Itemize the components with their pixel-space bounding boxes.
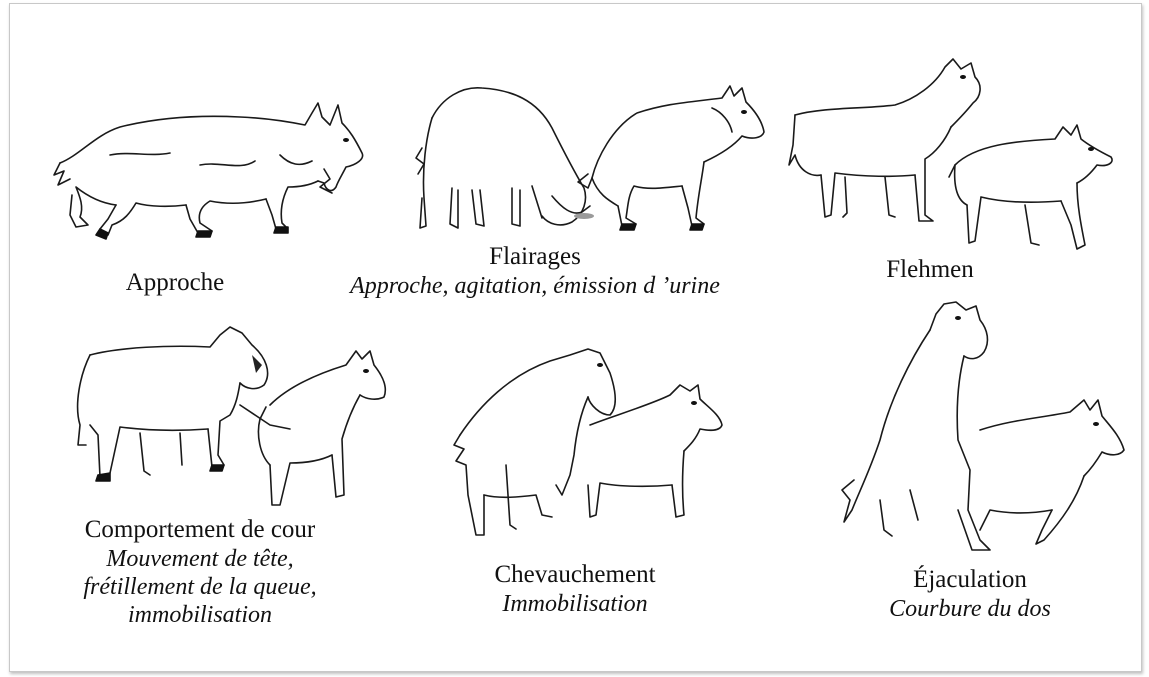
title-flehmen: Flehmen: [840, 255, 1020, 285]
title-cour: Comportement de cour: [30, 515, 370, 545]
goats-ejaculation-icon: [840, 300, 1130, 560]
goats-courtship-icon: [70, 325, 390, 525]
goats-mounting-icon: [450, 345, 740, 545]
subtitle-ejaculation: Courbure du dos: [870, 595, 1070, 623]
title-flairages: Flairages: [300, 242, 770, 272]
title-chevauchement: Chevauchement: [470, 560, 680, 590]
caption-chevauchement: Chevauchement Immobilisation: [470, 560, 680, 618]
title-ejaculation: Éjaculation: [870, 565, 1070, 595]
title-approche: Approche: [85, 268, 265, 298]
goat-approach-icon: [50, 95, 370, 245]
subtitle-cour-line-3: immobilisation: [30, 601, 370, 629]
caption-flehmen: Flehmen: [840, 255, 1020, 285]
goats-sniffing-icon: [412, 78, 772, 238]
caption-ejaculation: Éjaculation Courbure du dos: [870, 565, 1070, 623]
subtitle-cour-line-2: frétillement de la queue,: [30, 573, 370, 601]
caption-flairages: Flairages Approche, agitation, émission …: [300, 242, 770, 300]
caption-approche: Approche: [85, 268, 265, 298]
subtitle-cour-line-1: Mouvement de tête,: [30, 545, 370, 573]
subtitle-flairages: Approche, agitation, émission d ’urine: [300, 272, 770, 300]
goats-flehmen-icon: [785, 55, 1130, 255]
subtitle-chevauchement: Immobilisation: [470, 590, 680, 618]
caption-cour: Comportement de cour Mouvement de tête, …: [30, 515, 370, 629]
